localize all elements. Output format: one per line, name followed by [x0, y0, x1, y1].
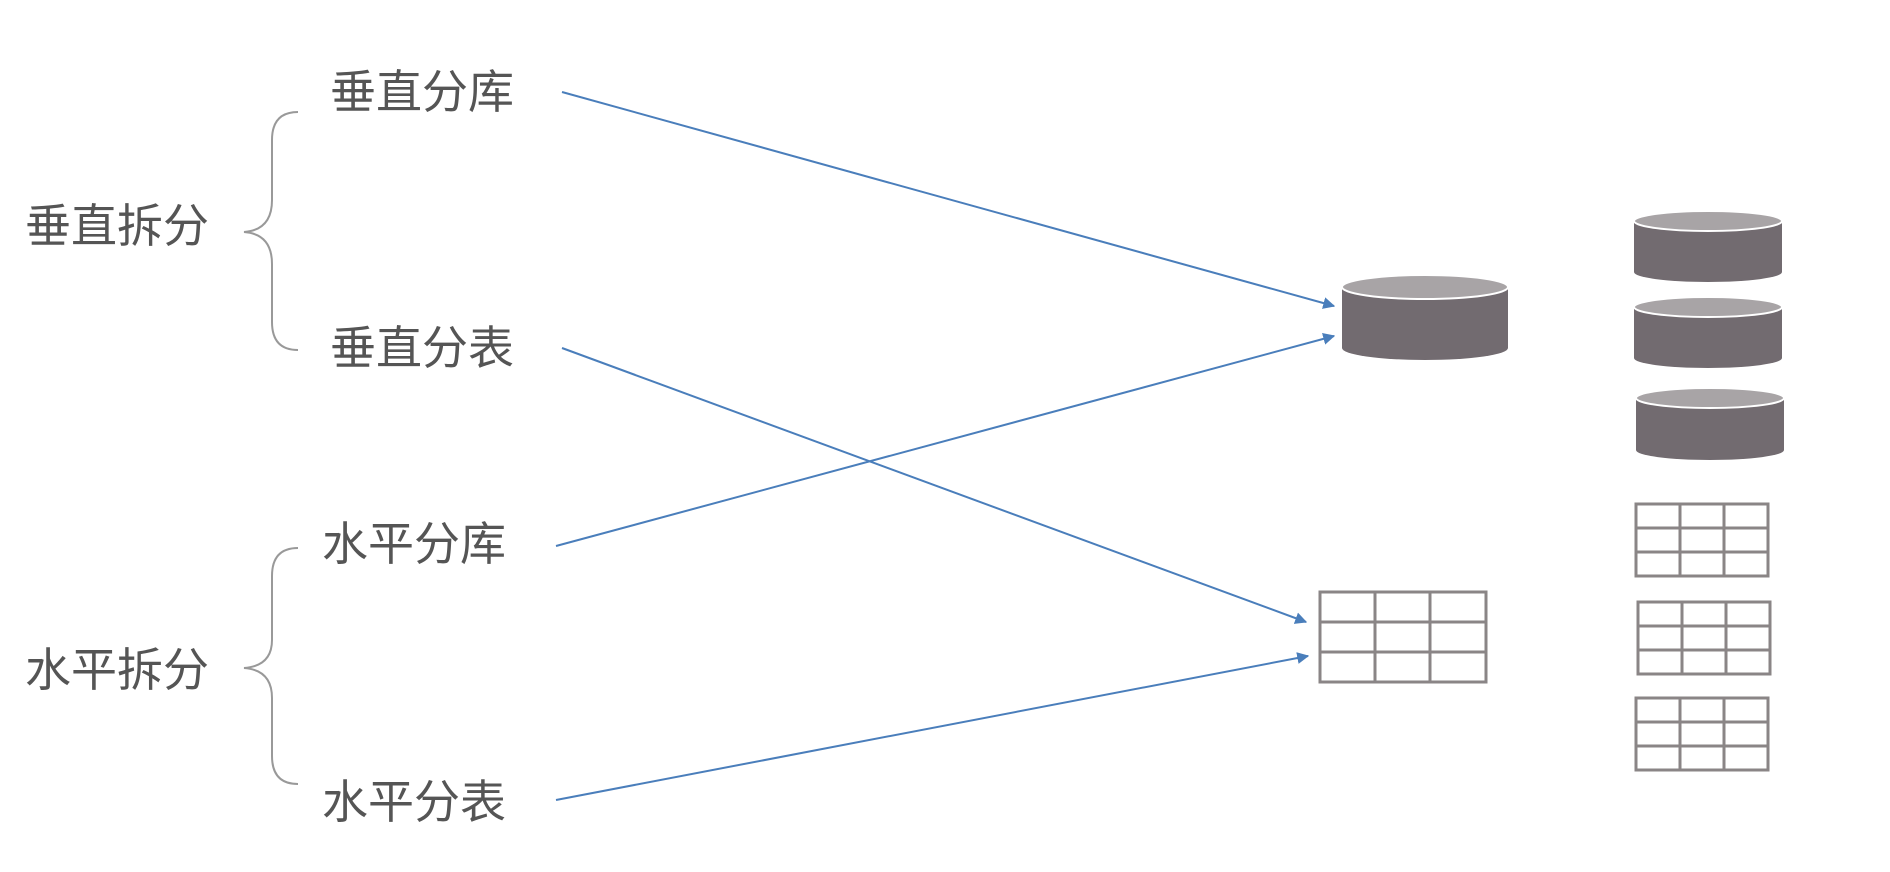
arrow-vertical-table-to-table: [561, 347, 1308, 624]
table-icon: [1318, 590, 1488, 684]
connection-arrows: [555, 91, 1336, 801]
table-icon: [1634, 696, 1770, 772]
horizontal-split-brace: [243, 547, 299, 785]
database-stack: [1633, 210, 1785, 460]
database-icon: [1635, 387, 1785, 460]
database-icon: [1633, 210, 1783, 282]
database-icon: [1341, 274, 1509, 360]
arrow-horizontal-table-to-table: [555, 652, 1310, 801]
vertical-table-split-label: 垂直分表: [330, 321, 514, 375]
arrow-vertical-db-to-database: [561, 91, 1336, 309]
table-icon: [1634, 502, 1770, 578]
horizontal-db-split-label: 水平分库: [322, 517, 506, 571]
horizontal-split-title: 水平拆分: [25, 643, 209, 697]
horizontal-table-split-label: 水平分表: [322, 775, 506, 829]
table-icon: [1636, 600, 1772, 676]
arrow-horizontal-db-to-database: [555, 333, 1336, 547]
vertical-split-title: 垂直拆分: [25, 199, 209, 253]
table-stack: [1634, 502, 1772, 772]
vertical-db-split-label: 垂直分库: [330, 65, 514, 119]
database-icon: [1633, 296, 1783, 368]
vertical-split-brace: [243, 111, 299, 351]
